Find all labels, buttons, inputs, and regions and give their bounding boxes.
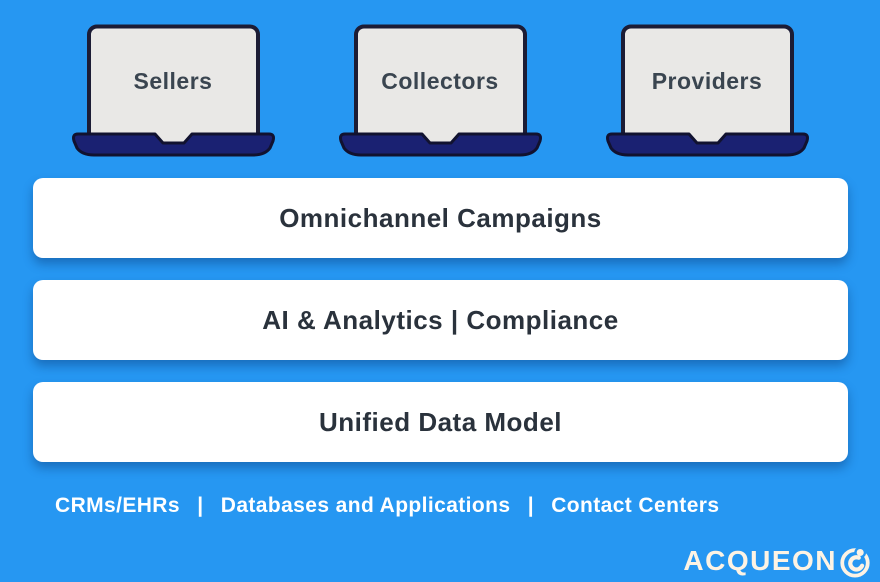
laptop-collectors: Collectors bbox=[338, 24, 543, 157]
laptop-icon bbox=[338, 24, 542, 157]
acqueon-circle-mark-icon bbox=[840, 546, 870, 578]
laptop-icon bbox=[605, 24, 809, 157]
separator: | bbox=[197, 494, 204, 517]
layer-omnichannel-campaigns: Omnichannel Campaigns bbox=[33, 178, 848, 258]
laptop-label-sellers: Sellers bbox=[133, 67, 213, 94]
layer-unified-data-model: Unified Data Model bbox=[33, 382, 848, 462]
laptop-label-providers: Providers bbox=[651, 67, 763, 94]
laptops-row: Sellers Collectors Providers bbox=[0, 24, 880, 157]
laptop-label-collectors: Collectors bbox=[381, 67, 499, 94]
laptop-providers: Providers bbox=[605, 24, 810, 157]
data-sources-row: CRMs/EHRs | Databases and Applications |… bbox=[55, 494, 719, 518]
source-contact-centers: Contact Centers bbox=[551, 494, 720, 517]
laptop-sellers: Sellers bbox=[71, 24, 276, 157]
platform-layers: Omnichannel Campaigns AI & Analytics | C… bbox=[33, 178, 848, 484]
acqueon-logo: ACQUEON bbox=[683, 544, 872, 578]
source-databases-applications: Databases and Applications bbox=[220, 494, 511, 517]
laptop-icon bbox=[71, 24, 275, 157]
layer-ai-analytics-compliance: AI & Analytics | Compliance bbox=[33, 280, 848, 360]
separator: | bbox=[527, 494, 534, 517]
acqueon-logo-text: ACQUEON bbox=[683, 545, 837, 576]
source-crms-ehrs: CRMs/EHRs bbox=[55, 494, 180, 517]
